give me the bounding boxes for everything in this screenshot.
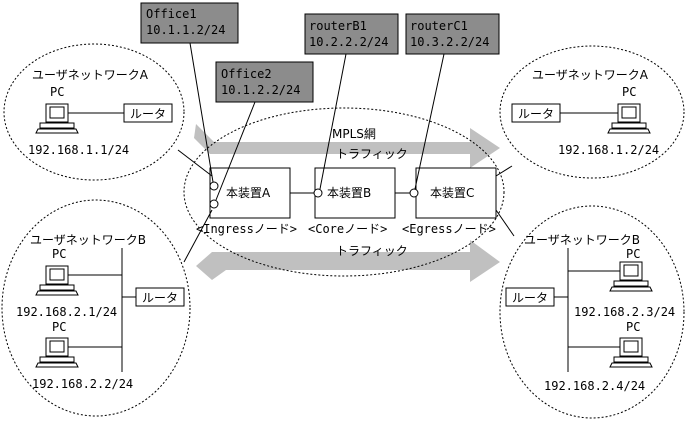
left-b-pc1-icon xyxy=(35,265,79,296)
core-label: <Coreノード> xyxy=(308,222,387,236)
right-b-pc1-label: PC xyxy=(626,247,640,261)
left-a-pc-label: PC xyxy=(50,85,64,99)
label-line: 10.1.1.2/24 xyxy=(146,23,225,37)
left-b-pc2-label: PC xyxy=(52,320,66,334)
traffic-arrow-top-shape xyxy=(194,124,500,168)
left-b-uplink xyxy=(183,209,213,263)
mpls-title: MPLS網 xyxy=(332,127,376,141)
device-a-box xyxy=(209,167,291,219)
ingress-label: <Ingressノード> xyxy=(196,222,297,236)
right-network-a-title: ユーザネットワークA xyxy=(532,68,649,82)
right-a-router-box xyxy=(511,103,561,123)
left-a-pc-icon xyxy=(35,103,79,134)
label-line: routerC1 xyxy=(410,19,468,33)
right-a-pc-label: PC xyxy=(622,85,636,99)
label-line: Office2 xyxy=(221,67,272,81)
left-b-pc2-icon xyxy=(35,337,79,368)
mpls-network-ellipse xyxy=(183,107,505,277)
left-a-router-label: ルータ xyxy=(130,107,166,121)
label-line: Office1 xyxy=(146,7,197,21)
office1-pointer xyxy=(189,42,214,183)
right-network-b-title: ユーザネットワークB xyxy=(524,233,640,247)
right-b-pc2-label: PC xyxy=(626,320,640,334)
device-a-label: 本装置A xyxy=(226,186,271,200)
right-b-ip1: 192.168.2.3/24 xyxy=(574,305,675,319)
right-b-router-label: ルータ xyxy=(512,291,548,305)
interface-b-icon xyxy=(313,188,323,198)
office1-label-box xyxy=(140,2,239,44)
right-network-b-ellipse xyxy=(499,205,685,419)
routerc1-pointer xyxy=(414,53,445,190)
traffic-label-top: トラフィック xyxy=(336,147,408,161)
left-a-uplink xyxy=(177,149,213,177)
left-network-b-title: ユーザネットワークB xyxy=(30,233,146,247)
right-b-ip2: 192.168.2.4/24 xyxy=(544,379,645,393)
device-b-label: 本装置B xyxy=(327,186,371,200)
right-b-uplink xyxy=(495,209,515,237)
label-line: routerB1 xyxy=(309,19,367,33)
device-c-box xyxy=(415,167,497,219)
routerc1-label-box xyxy=(405,13,500,55)
right-a-pc-icon xyxy=(607,103,651,134)
left-b-router-box xyxy=(135,287,185,307)
office2-label-box xyxy=(215,61,314,103)
traffic-label-bottom: トラフィック xyxy=(336,244,408,258)
egress-label: <Egressノード> xyxy=(402,222,496,236)
left-a-router-box xyxy=(123,103,173,123)
routerc1-label: routerC1 10.3.2.2/24 xyxy=(410,19,489,49)
office2-pointer xyxy=(215,101,256,201)
routerb1-pointer xyxy=(319,53,347,190)
left-b-ip1: 192.168.2.1/24 xyxy=(16,305,117,319)
right-a-uplink xyxy=(495,165,513,177)
interface-c-icon xyxy=(409,188,419,198)
label-line: 10.1.2.2/24 xyxy=(221,83,300,97)
label-line: 10.2.2.2/24 xyxy=(309,35,388,49)
left-b-router-label: ルータ xyxy=(142,291,178,305)
left-b-ip2: 192.168.2.2/24 xyxy=(32,377,133,391)
office2-label: Office2 10.1.2.2/24 xyxy=(221,67,300,97)
device-c-label: 本装置C xyxy=(430,186,474,200)
right-b-pc1-icon xyxy=(609,261,653,292)
routerb1-label-box xyxy=(304,13,399,55)
left-a-ip: 192.168.1.1/24 xyxy=(28,143,129,157)
right-network-a-ellipse xyxy=(499,45,685,179)
traffic-arrow-bottom xyxy=(196,240,500,282)
left-network-a-ellipse xyxy=(3,43,185,181)
interface-a2-icon xyxy=(209,199,219,209)
routerb1-label: routerB1 10.2.2.2/24 xyxy=(309,19,388,49)
left-network-a-title: ユーザネットワークA xyxy=(32,68,149,82)
left-network-b-ellipse xyxy=(1,199,191,417)
right-a-router-label: ルータ xyxy=(518,107,554,121)
left-b-pc1-label: PC xyxy=(52,247,66,261)
right-b-pc2-icon xyxy=(609,337,653,368)
office1-label: Office1 10.1.1.2/24 xyxy=(146,7,225,37)
right-a-ip: 192.168.1.2/24 xyxy=(558,143,659,157)
label-line: 10.3.2.2/24 xyxy=(410,35,489,49)
interface-a1-icon xyxy=(209,181,219,191)
